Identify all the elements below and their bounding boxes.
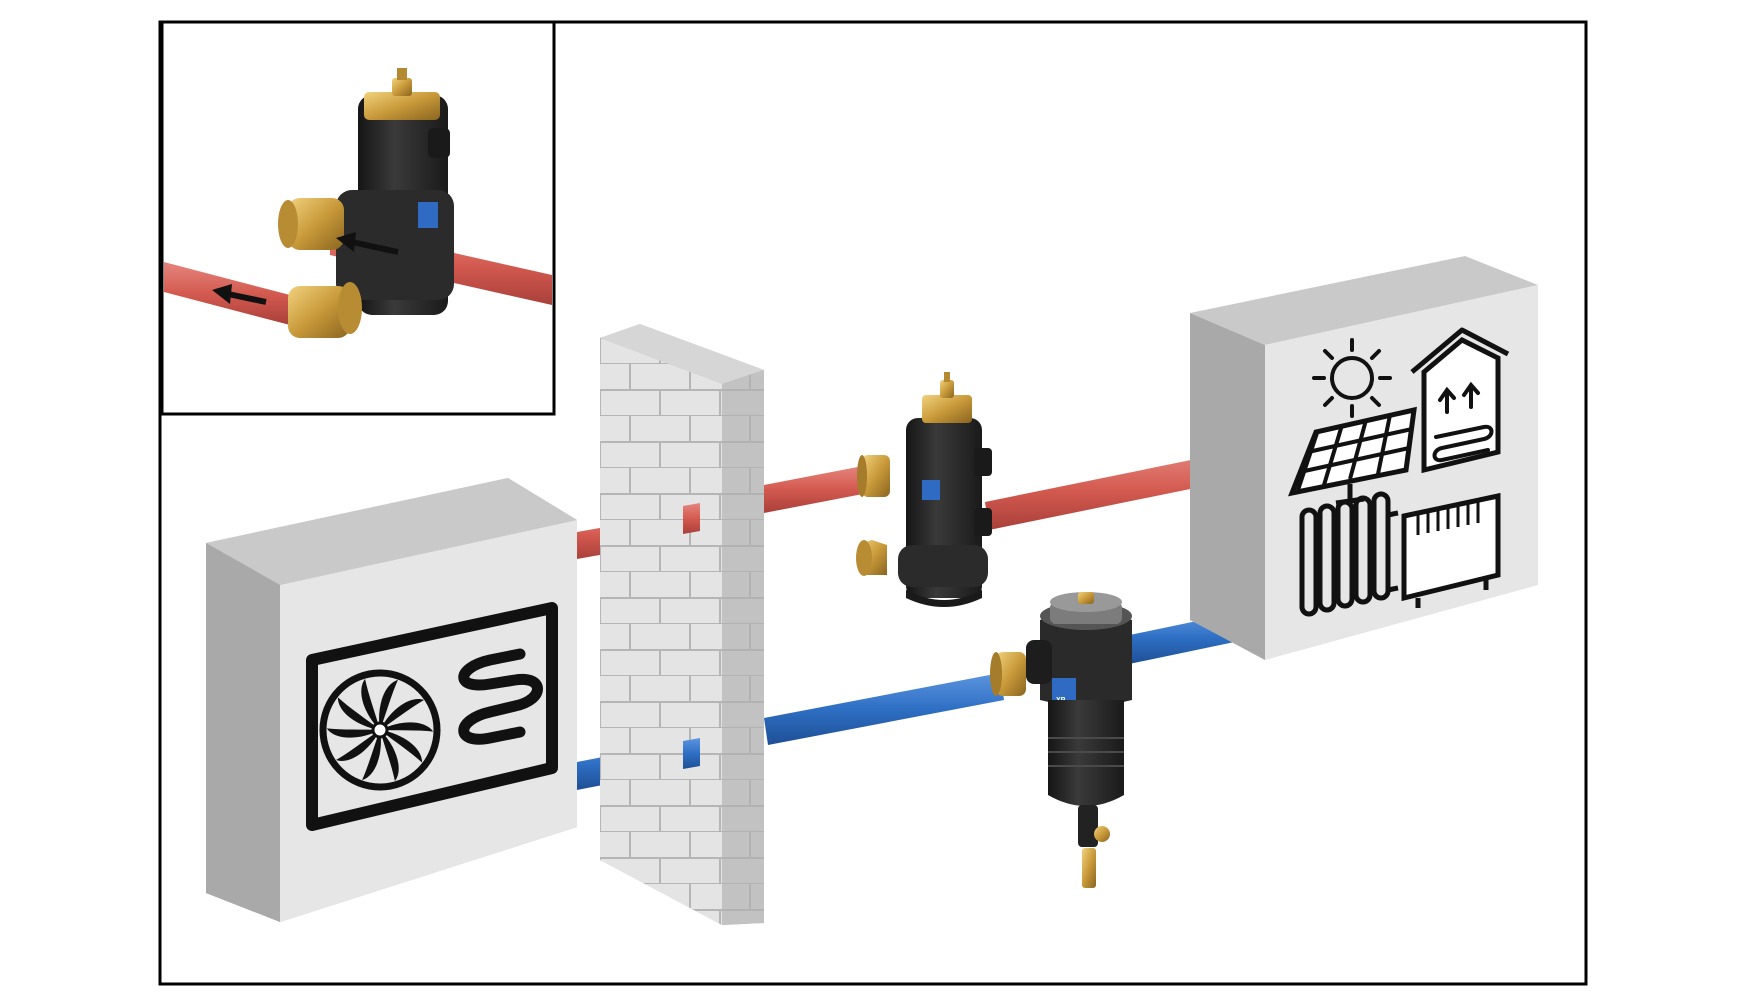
heat-pump-side-face xyxy=(206,543,280,922)
air-separator-badge xyxy=(922,480,940,500)
arrow-left-icon xyxy=(212,284,267,305)
inset-badge xyxy=(418,202,438,228)
coil-icon xyxy=(458,648,543,745)
heat-pump-icon-frame xyxy=(306,602,558,831)
heat-pump-top-face xyxy=(206,478,577,585)
fan-icon xyxy=(319,669,441,791)
heat-emitter-unit xyxy=(1190,256,1538,660)
flow-pipe-through-wall xyxy=(683,503,700,534)
radiator-icon xyxy=(1299,491,1399,617)
wall-face xyxy=(600,338,722,925)
return-pipe-middle xyxy=(764,673,1004,745)
flow-pipe-middle xyxy=(764,465,868,513)
air-separator xyxy=(856,372,992,607)
convector-icon xyxy=(1401,492,1501,608)
arrow-left-icon xyxy=(336,232,399,255)
inset-panel xyxy=(160,20,556,416)
house-icon xyxy=(1410,327,1510,474)
sun-icon xyxy=(1312,338,1392,418)
emitter-side-face xyxy=(1190,313,1265,660)
brick-wall xyxy=(600,324,764,925)
wall-top xyxy=(600,324,764,384)
flow-pipe-right xyxy=(985,450,1244,530)
heat-pump-unit xyxy=(206,478,577,922)
emitter-top-face xyxy=(1190,256,1538,345)
magnetic-filter: XP xyxy=(990,592,1132,888)
solar-panel-icon xyxy=(1287,406,1417,506)
return-pipe-through-wall xyxy=(683,738,700,769)
